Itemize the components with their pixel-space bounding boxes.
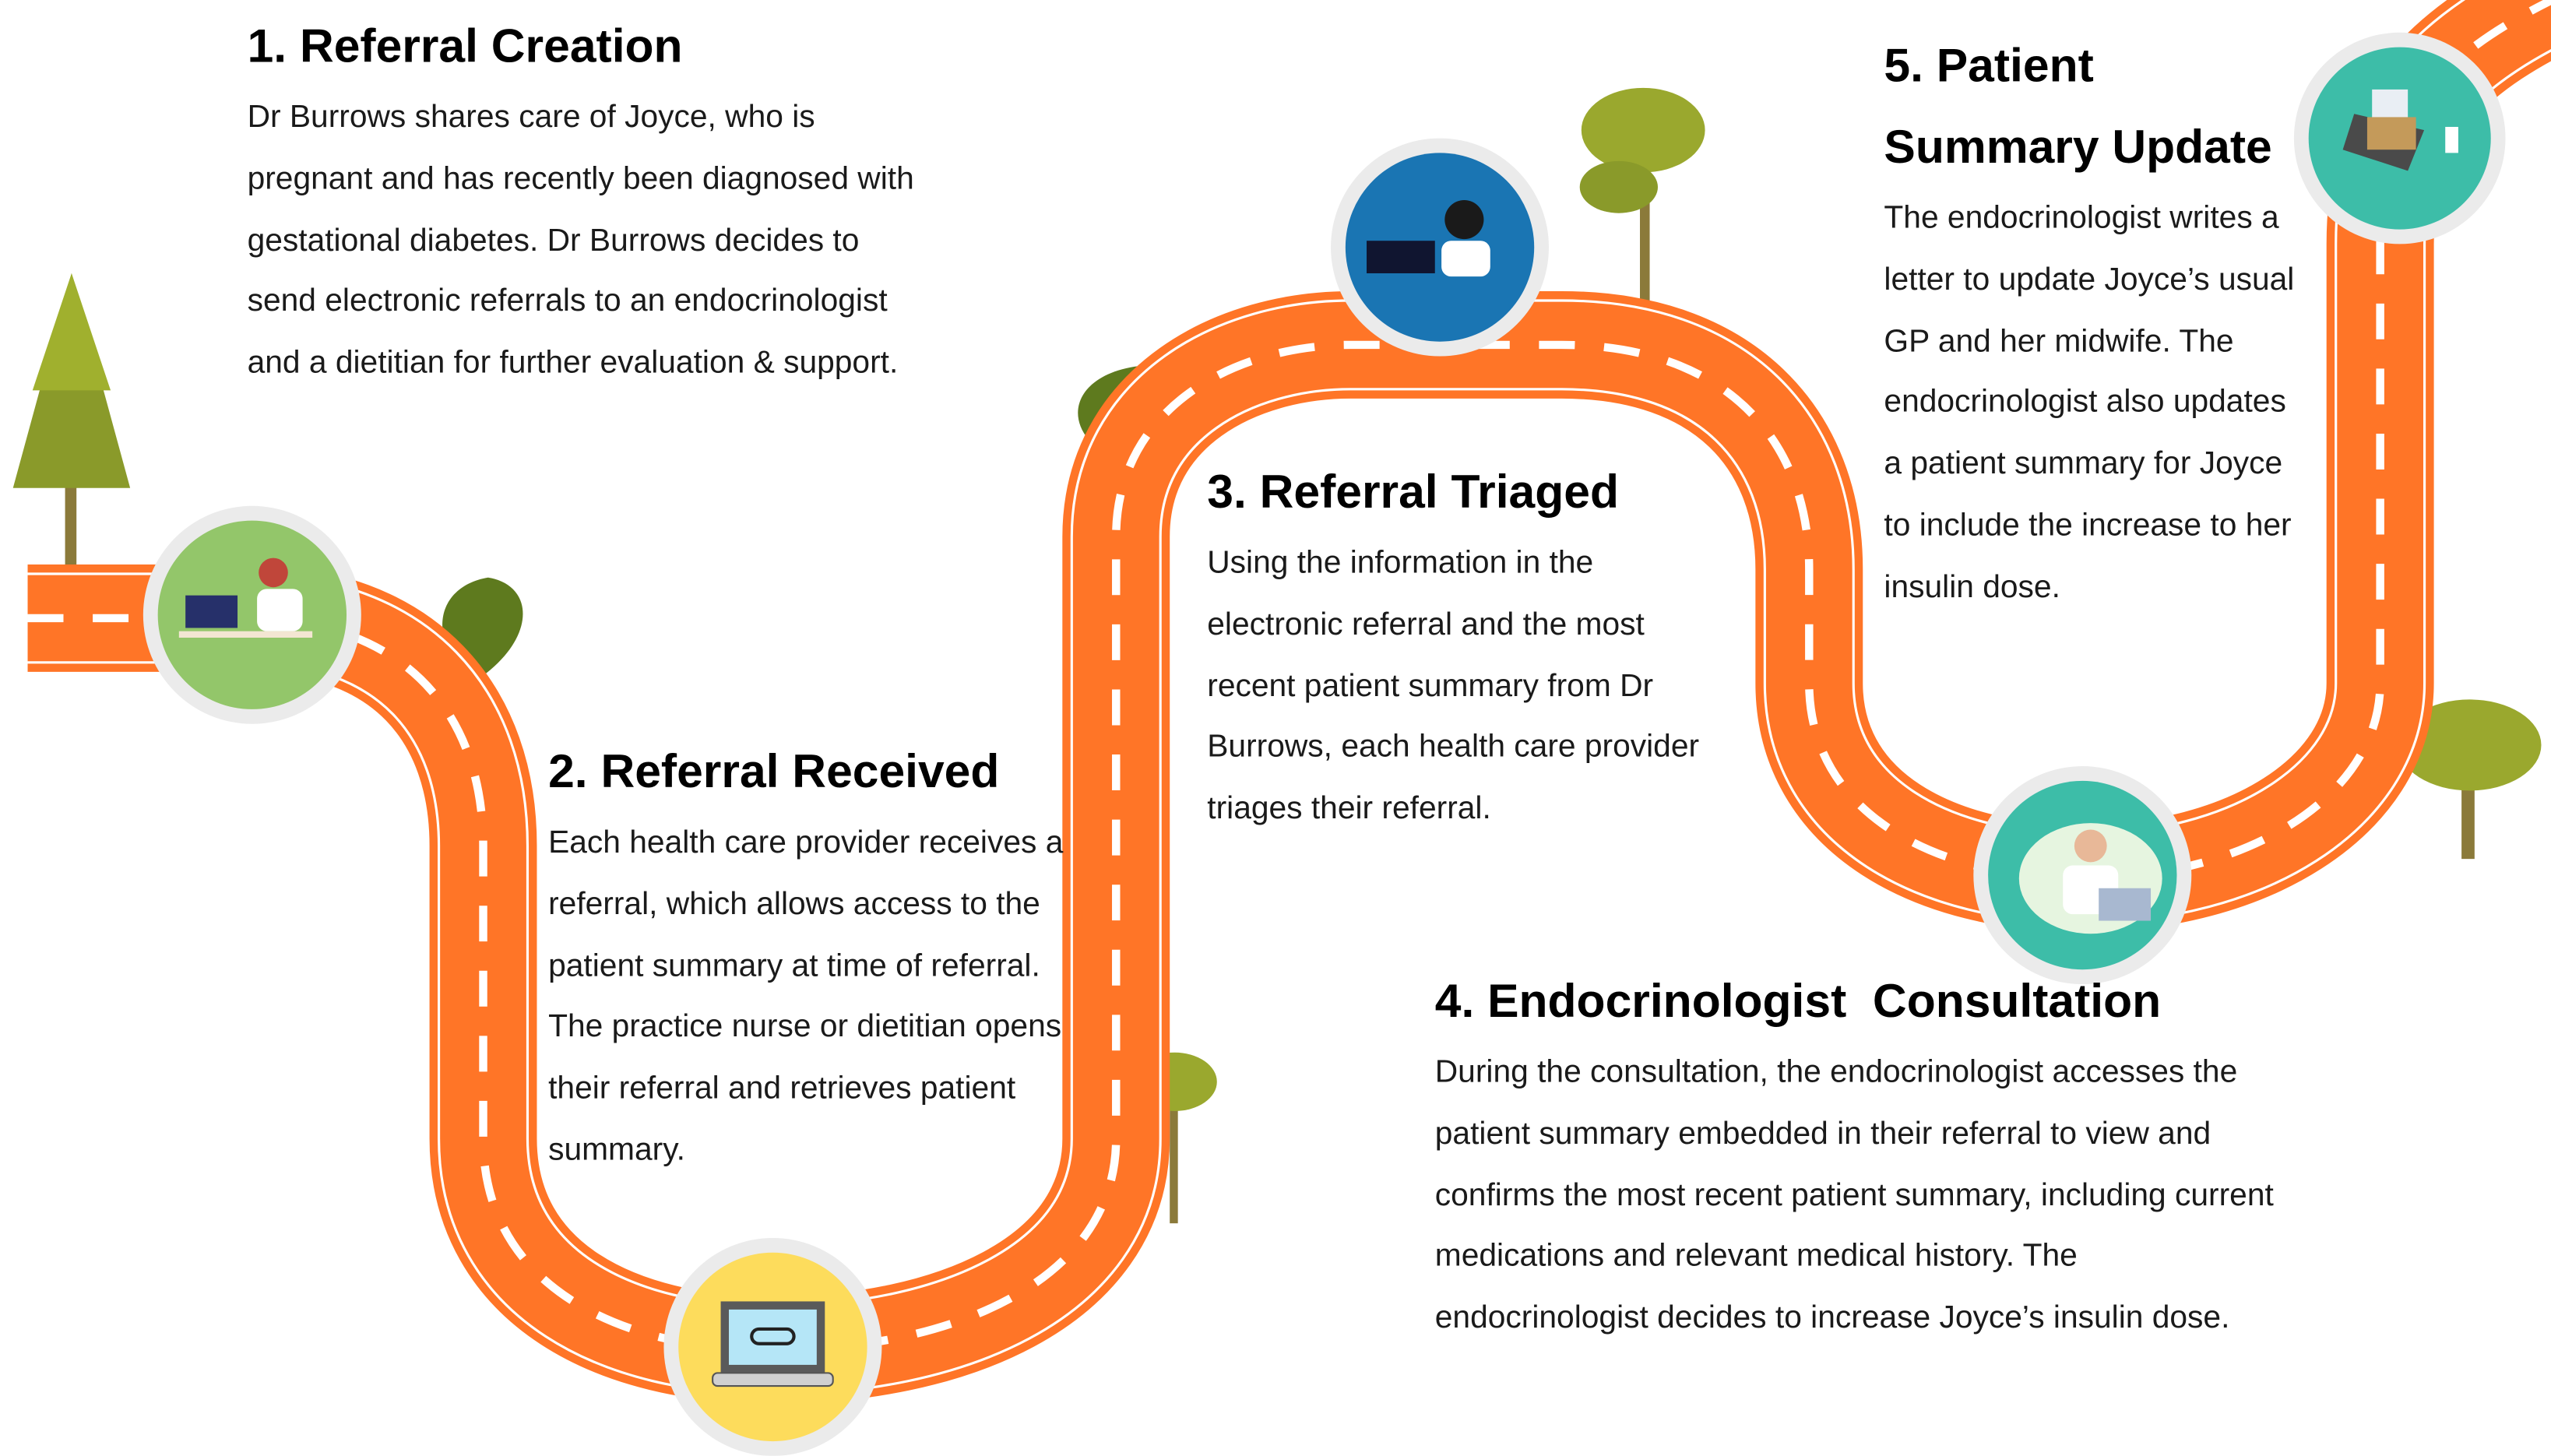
step-3-circle: [1331, 138, 1550, 357]
step-description: Using the information in the electronic …: [1207, 544, 1700, 827]
step-3-referral-triaged: 3. Referral Triaged Using the informatio…: [1207, 462, 1728, 841]
step-title: 1. Referral Creation: [247, 21, 683, 74]
step-4-circle: [1973, 766, 2192, 985]
step-4-endocrinologist-consultation: 4. Endocrinologist Consultation During t…: [1435, 971, 2281, 1350]
pine-tree-icon: [12, 273, 131, 570]
step-1-circle: [143, 505, 361, 724]
step-title: 2. Referral Received: [548, 746, 1000, 799]
step-description: Each health care provider receives a ref…: [548, 825, 1064, 1169]
step-2-referral-received: 2. Referral Received Each health care pr…: [548, 742, 1065, 1183]
step-description: The endocrinologist writes a letter to u…: [1884, 199, 2295, 605]
step-description: Dr Burrows shares care of Joyce, who is …: [247, 99, 914, 382]
step-description: During the consultation, the endocrinolo…: [1434, 1053, 2274, 1336]
step-5-circle: [2293, 32, 2506, 244]
step-title: 3. Referral Triaged: [1207, 466, 1619, 519]
step-2-circle: [663, 1237, 882, 1456]
step-1-referral-creation: 1. Referral Creation Dr Burrows shares c…: [248, 16, 931, 396]
step-title: 5. Patient Summary Update: [1884, 40, 2272, 174]
step-5-patient-summary-update: 5. Patient Summary Update The endocrinol…: [1884, 26, 2306, 619]
leaf-plant-icon: [442, 366, 1139, 684]
step-title: 4. Endocrinologist Consultation: [1434, 976, 2162, 1029]
